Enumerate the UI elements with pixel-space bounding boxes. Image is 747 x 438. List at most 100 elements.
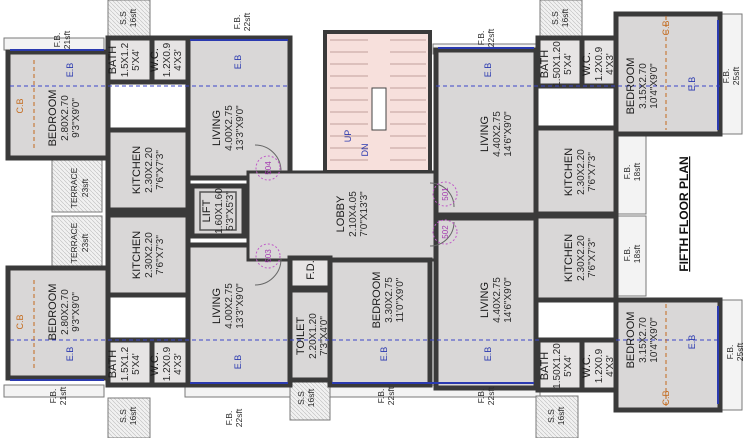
svg-text:LIVING: LIVING	[211, 110, 223, 146]
svg-text:21sft: 21sft	[58, 386, 68, 405]
svg-text:7'6"X7'3": 7'6"X7'3"	[155, 235, 166, 275]
eb-tag-bottom-right-center: E.B	[483, 347, 493, 362]
svg-text:LOBBY: LOBBY	[335, 195, 347, 232]
svg-text:BEDROOM: BEDROOM	[625, 312, 637, 369]
svg-text:F.B.: F.B.	[376, 389, 386, 404]
svg-text:LIVING: LIVING	[479, 116, 491, 152]
svg-text:4.00X2.75: 4.00X2.75	[224, 283, 235, 329]
label-terrace-top: TERRACE 23sft	[69, 167, 90, 208]
label-ss-bottom-mid: S.S 16sft	[296, 388, 316, 407]
label-wc-bottom-right: W.C. 1.2X0.9 4'X3'	[581, 348, 616, 383]
svg-text:4'X3': 4'X3'	[605, 53, 616, 75]
svg-text:22sft: 22sft	[234, 408, 244, 427]
svg-text:1.2X0.9: 1.2X0.9	[162, 346, 173, 381]
svg-text:1.5X1.2: 1.5X1.2	[120, 42, 131, 77]
plan-title: FIFTH FLOOR PLAN	[677, 156, 691, 271]
svg-text:S.S: S.S	[118, 409, 128, 423]
svg-text:1.2X0.9: 1.2X0.9	[594, 46, 605, 81]
wc-bottom-left	[149, 337, 191, 388]
label-fb-bottom-mid: F.B. 22sft	[224, 408, 244, 427]
label-kitchen-bottom-right: KITCHEN 2.30X2.20 7'6"X7'3"	[563, 234, 598, 282]
hall-top-left	[105, 79, 191, 130]
door-swing-501	[429, 182, 455, 208]
cb-tag-bottom-left: C.B	[15, 314, 25, 329]
balcony-ledge-right-kit-top	[615, 133, 647, 215]
eb-tag-top-right: E.B	[483, 63, 493, 78]
svg-text:18sft: 18sft	[632, 244, 642, 263]
svg-text:F.B.: F.B.	[721, 69, 731, 84]
svg-text:7'6"X7'3": 7'6"X7'3"	[587, 238, 598, 278]
svg-text:16sft: 16sft	[560, 8, 570, 27]
svg-text:5'3"X5'3": 5'3"X5'3"	[225, 191, 236, 231]
svg-text:4.40X2.75: 4.40X2.75	[492, 277, 503, 323]
svg-text:13'3"X9'0": 13'3"X9'0"	[235, 283, 246, 329]
svg-text:S.S: S.S	[550, 11, 560, 25]
label-fb-right-kit-bot: F.B. 18sft	[622, 244, 642, 263]
label-fb-right-bot: F.B. 25sft	[725, 342, 745, 361]
wc-bottom-right	[579, 337, 619, 393]
svg-text:S.S: S.S	[546, 409, 556, 423]
svg-text:TERRACE: TERRACE	[69, 167, 79, 208]
svg-text:BEDROOM: BEDROOM	[371, 272, 383, 329]
eb-tag-top-mid: E.B	[233, 55, 243, 70]
cb-tag-top-left: C.B	[15, 98, 25, 113]
svg-text:2.30X2.20: 2.30X2.20	[144, 147, 155, 193]
svg-text:F.B.: F.B.	[232, 15, 242, 30]
svg-text:KITCHEN: KITCHEN	[131, 231, 143, 279]
svg-text:16sft: 16sft	[128, 406, 138, 425]
label-bedroom-top-right: BEDROOM 3.15X2.70 10'4"X9'0"	[625, 58, 660, 115]
label-ss-bottom-right: S.S 16sft	[546, 406, 566, 425]
flat-tag-501	[432, 181, 458, 207]
flat-tag-504-text: 504	[264, 161, 273, 175]
svg-text:F.B.: F.B.	[224, 411, 234, 426]
label-fb-top-left: F.B. 21sft	[52, 30, 72, 49]
bath-bottom-right	[535, 337, 585, 393]
svg-text:2.20X1.20: 2.20X1.20	[308, 313, 319, 359]
label-living-top-right: LIVING 4.40X2.75 14'6"X9'0"	[479, 111, 514, 157]
svg-text:23sft: 23sft	[80, 178, 90, 197]
svg-text:KITCHEN: KITCHEN	[131, 146, 143, 194]
door-swing-504	[254, 144, 282, 172]
svg-text:21sft: 21sft	[62, 30, 72, 49]
label-wc-bottom-left: W.C. 1.2X0.9 4'X3'	[149, 346, 184, 381]
lobby	[246, 170, 438, 262]
svg-text:2.30X2.20: 2.30X2.20	[576, 149, 587, 195]
label-fb-right-top: F.B. 25sft	[721, 66, 741, 85]
svg-text:F.B.: F.B.	[476, 31, 486, 46]
svg-text:4'X3': 4'X3'	[605, 355, 616, 377]
svg-text:22sft: 22sft	[386, 386, 396, 405]
eb-tag-right-top: E.B	[687, 77, 697, 92]
svg-text:11'0"X9'0": 11'0"X9'0"	[395, 277, 406, 322]
label-bath-top-left: BATH 1.5X1.2 5'X4'	[107, 42, 142, 77]
label-living-top-left: LIVING 4.00X2.75 13'3"X9'0"	[211, 105, 246, 151]
svg-text:F.B.: F.B.	[48, 389, 58, 404]
svg-text:9'3"X9'0": 9'3"X9'0"	[71, 292, 82, 332]
svg-text:1.5X1.2: 1.5X1.2	[120, 346, 131, 381]
svg-text:2.80X2.70: 2.80X2.70	[60, 95, 71, 141]
svg-text:1.60X1.60: 1.60X1.60	[214, 188, 225, 234]
label-terrace-bottom: TERRACE 23sft	[69, 222, 90, 263]
label-kitchen-top-right: KITCHEN 2.30X2.20 7'6"X7'3"	[563, 148, 598, 196]
svg-text:BATH: BATH	[107, 350, 119, 379]
door-swing-503	[254, 258, 282, 286]
svg-text:4'X3': 4'X3'	[173, 49, 184, 71]
label-lift: LIFT 1.60X1.60 5'3"X5'3"	[201, 188, 236, 234]
label-bath-top-right: BATH 1.50X1.20 5'X4'	[539, 41, 574, 87]
svg-text:1.50X1.20: 1.50X1.20	[552, 41, 563, 87]
svg-text:LIFT: LIFT	[201, 199, 213, 222]
label-fb-bottom-right-center: F.B. 22sft	[476, 386, 496, 405]
svg-text:3.15X2.70: 3.15X2.70	[638, 317, 649, 363]
label-fb-top-mid: F.B. 22sft	[232, 12, 252, 31]
svg-text:22sft: 22sft	[242, 12, 252, 31]
svg-text:BEDROOM: BEDROOM	[47, 284, 59, 341]
svg-text:22sft: 22sft	[486, 28, 496, 47]
svg-text:1.2X0.9: 1.2X0.9	[594, 348, 605, 383]
svg-text:3.30X2.75: 3.30X2.75	[384, 277, 395, 323]
svg-text:5'X4': 5'X4'	[563, 355, 574, 377]
svg-text:S.S: S.S	[296, 391, 306, 405]
label-bath-bottom-left: BATH 1.5X1.2 5'X4'	[107, 346, 142, 381]
svg-text:16sft: 16sft	[306, 388, 316, 407]
stair-well	[371, 87, 387, 131]
label-bath-bottom-right: BATH 1.50X1.20 5'X4'	[539, 343, 574, 389]
flat-tag-503-text: 503	[264, 249, 273, 263]
